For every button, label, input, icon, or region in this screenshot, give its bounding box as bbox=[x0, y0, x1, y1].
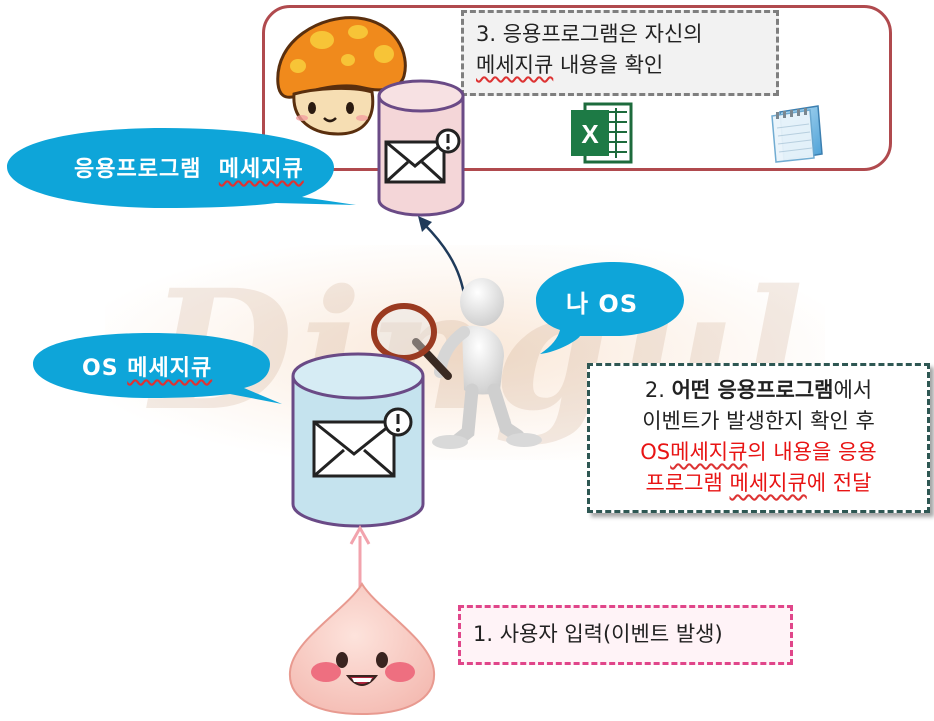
app-note-queue-word: 메세지큐 bbox=[476, 53, 554, 77]
me-os-bubble: 나 OS bbox=[530, 258, 690, 358]
app-queue-bubble: 응용프로그램 메세지큐 bbox=[4, 125, 364, 210]
os-note-line3-a: OS bbox=[640, 440, 671, 464]
investigator-figure bbox=[371, 272, 547, 452]
mushroom-character bbox=[272, 10, 412, 140]
app-note-line2: 메세지큐 내용을 확인 bbox=[476, 50, 764, 81]
os-message-queue-cylinder bbox=[290, 352, 426, 530]
app-queue-bubble-label: 응용프로그램 메세지큐 bbox=[74, 151, 304, 183]
app-note-line2-rest: 내용을 확인 bbox=[553, 53, 664, 77]
excel-letter: X bbox=[581, 119, 599, 149]
os-note-line3-b: 메세지큐 bbox=[670, 440, 748, 464]
os-queue-mail-icon bbox=[312, 407, 413, 478]
user-note-text: 1. 사용자 입력(이벤트 발생) bbox=[473, 622, 723, 646]
os-note-line4-a: 프로그램 bbox=[645, 471, 730, 495]
user-input-note: 1. 사용자 입력(이벤트 발생) bbox=[458, 605, 793, 665]
os-note-line1-suffix: 에서 bbox=[833, 378, 873, 402]
os-note-line3: OS메세지큐의 내용을 응용 bbox=[604, 437, 913, 468]
os-note-line3-c: 의 내용을 응용 bbox=[747, 440, 877, 464]
os-dispatch-note: 2. 어떤 응용프로그램에서 이벤트가 발생한지 확인 후 OS메세지큐의 내용… bbox=[587, 363, 930, 513]
notepad-icon bbox=[768, 102, 824, 163]
user-character bbox=[282, 580, 442, 717]
os-note-line4: 프로그램 메세지큐에 전달 bbox=[604, 468, 913, 499]
os-queue-bubble-word2: 메세지큐 bbox=[127, 356, 213, 381]
excel-icon: X bbox=[571, 102, 633, 164]
os-queue-bubble: OS 메세지큐 bbox=[30, 330, 292, 410]
app-queue-bubble-word2: 메세지큐 bbox=[218, 157, 304, 182]
app-check-note: 3. 응용프로그램은 자신의 메세지큐 내용을 확인 bbox=[461, 10, 779, 96]
me-os-bubble-label: 나 OS bbox=[566, 290, 639, 318]
app-queue-bubble-word1: 응용프로그램 bbox=[74, 157, 202, 182]
app-note-line1: 3. 응용프로그램은 자신의 bbox=[476, 22, 703, 46]
os-note-line4-c: 에 전달 bbox=[806, 471, 872, 495]
os-note-line1-prefix: 2. bbox=[644, 378, 672, 402]
app-queue-mail-icon bbox=[384, 128, 461, 184]
os-note-line1: 2. 어떤 응용프로그램에서 bbox=[604, 375, 913, 406]
app-section-frame bbox=[262, 5, 892, 171]
app-message-queue-cylinder bbox=[376, 78, 466, 218]
os-queue-bubble-word1: OS bbox=[82, 356, 119, 381]
os-note-line4-b: 메세지큐 bbox=[729, 471, 807, 495]
os-queue-bubble-label: OS 메세지큐 bbox=[82, 350, 212, 382]
os-note-line2: 이벤트가 발생한지 확인 후 bbox=[642, 409, 875, 433]
os-note-line1-bold: 어떤 응용프로그램 bbox=[671, 378, 834, 402]
